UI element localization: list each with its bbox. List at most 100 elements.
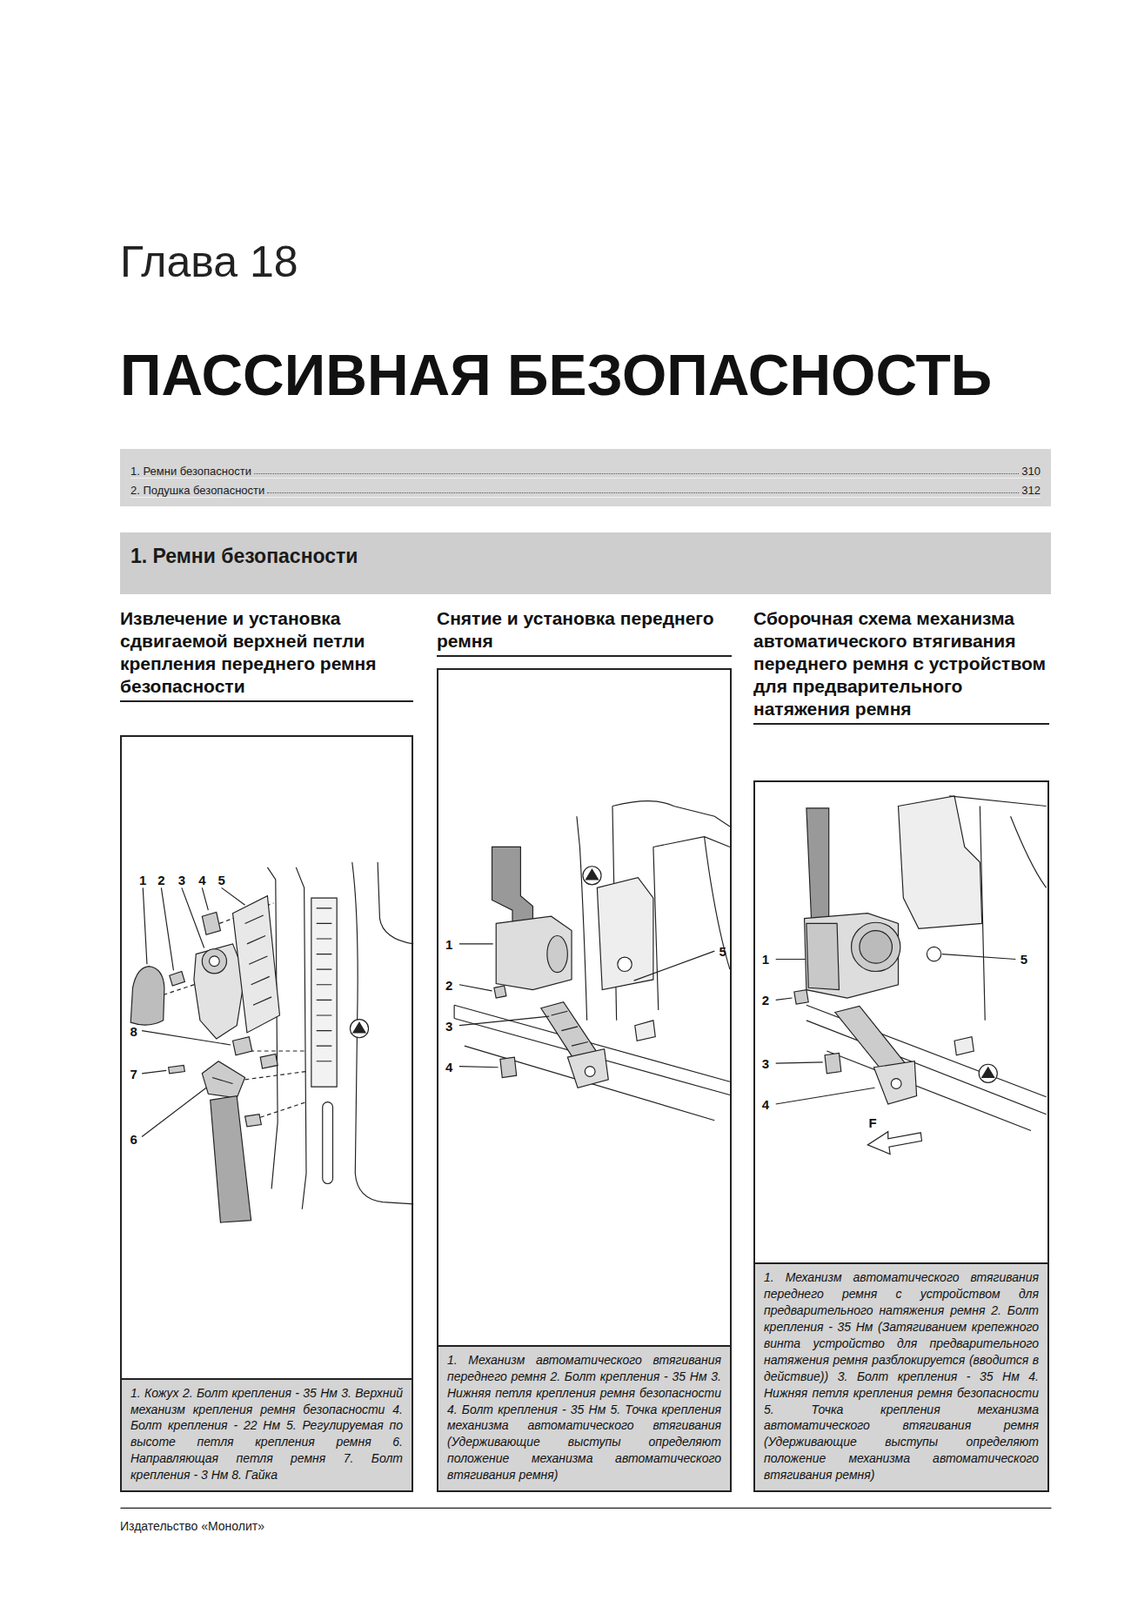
figure-front-belt-part: [494, 985, 507, 998]
figure-frame: Сборочная схема механизма автоматическог…: [753, 780, 1050, 1493]
figure-retractor-part: [978, 1064, 998, 1083]
figure-retractor-part: [824, 1052, 842, 1073]
figure-upper-anchor: [130, 862, 414, 1223]
figure-retractor-part: [806, 1004, 1047, 1131]
figure-front-belt-part: [495, 916, 572, 990]
callout-number: 4: [762, 1097, 770, 1111]
figure-frame: Снятие и установка переднего ремня1. Мех…: [436, 668, 732, 1493]
figure-front-belt-part: [617, 957, 632, 971]
figure-retractor: [776, 796, 1047, 1155]
page-number: 312: [1021, 483, 1041, 497]
figure-caption: 1. Механизм автоматического втягивания п…: [438, 1345, 730, 1491]
dot-leader: [267, 492, 1019, 494]
figure-upper-anchor-part: [212, 1077, 233, 1085]
figure-upper-anchor-part: [130, 966, 165, 1026]
figure-front-belt-part: [551, 1010, 589, 1046]
figure-caption: 1. Механизм автоматического втягивания п…: [755, 1262, 1048, 1491]
page-title: ПАССИВНАЯ БЕЗОПАСНОСТЬ: [120, 343, 992, 408]
figure-front-belt-part: [584, 1066, 596, 1078]
callout-number: 2: [762, 993, 770, 1007]
callout-number: 5: [1020, 952, 1028, 966]
callout-number: 8: [130, 1023, 138, 1038]
figure-retractor-part: [859, 930, 893, 964]
figure-front-belt-part: [653, 836, 730, 1011]
figure-retractor-part: [806, 808, 830, 924]
contents-entry: 1. Ремни безопасности: [130, 464, 252, 478]
figure-upper-anchor-part: [163, 903, 307, 1118]
figure-caption: 1. Кожух 2. Болт крепления - 35 Нм 3. Ве…: [121, 1378, 412, 1491]
callout-number: 5: [217, 872, 225, 886]
callout-number: 4: [198, 872, 206, 886]
callout-number: 2: [157, 872, 165, 886]
callout-number: F: [869, 1116, 877, 1130]
figure-front-belt-part: [567, 1049, 609, 1089]
figure-retractor-part: [949, 796, 1046, 1021]
callout-number: 5: [719, 944, 727, 958]
figure-upper-anchor-part: [201, 1061, 245, 1098]
chapter-label: Глава 18: [120, 238, 299, 287]
figure-retractor-part: [926, 946, 941, 961]
callout-number: 1: [762, 952, 770, 966]
figure-front-belt-part: [582, 866, 602, 885]
contents-row: 2. Подушка безопасности 312: [130, 478, 1041, 498]
caption-text: 1. Кожух 2. Болт крепления - 35 Нм 3. Ве…: [130, 1385, 403, 1484]
figure-front-belt-part: [459, 943, 715, 1068]
figure-front-belt-part: [612, 801, 730, 827]
figure-retractor-part: [851, 922, 901, 971]
figure-front-belt-part: [500, 1057, 517, 1078]
figure-front-belt-part: [454, 1004, 730, 1121]
caption-text: 1. Механизм автоматического втягивания п…: [763, 1269, 1039, 1484]
figure-retractor-part: [776, 954, 1017, 1105]
figure-upper-anchor-part: [233, 896, 281, 1033]
figure-upper-anchor-part: [349, 1019, 369, 1038]
callout-number: 7: [130, 1066, 138, 1080]
figure-front-belt: [454, 801, 730, 1121]
figure-retractor-part: [890, 1078, 902, 1090]
figure-upper-anchor-part: [233, 1037, 253, 1056]
figure-upper-anchor-part: [168, 1064, 186, 1073]
contents-band: 1. Ремни безопасности3102. Подушка безоп…: [120, 448, 1051, 507]
callout-number: 3: [762, 1057, 770, 1071]
section-heading: 1. Ремни безопасности: [130, 544, 1041, 569]
figure-upper-anchor-part: [210, 1096, 252, 1223]
figure-retractor-part: [867, 1131, 922, 1155]
dot-leader: [254, 473, 1019, 475]
figure-heading: Сборочная схема механизма автоматическог…: [753, 607, 1050, 725]
figure-retractor-part: [954, 1037, 974, 1056]
figure-upper-anchor-part: [169, 971, 186, 986]
figure-heading: Снятие и установка переднего ремня: [436, 607, 732, 657]
figure-retractor-part: [794, 990, 809, 1004]
figure-front-belt-part: [635, 1020, 656, 1041]
section-band: 1. Ремни безопасности: [120, 532, 1051, 595]
figure-upper-anchor-part: [201, 949, 227, 974]
figure-upper-anchor-part: [245, 915, 273, 1005]
figure-front-belt-part: [596, 877, 654, 991]
callout-number: 4: [445, 1059, 453, 1073]
figure-upper-anchor-part: [245, 1114, 262, 1127]
figure-upper-anchor-part: [194, 943, 246, 1039]
callout-number: 3: [178, 872, 186, 886]
callout-number: 2: [445, 977, 453, 991]
callout-number: 6: [130, 1131, 138, 1145]
figure-upper-anchor-part: [295, 867, 307, 1210]
callout-number: 1: [139, 872, 147, 886]
figure-retractor-part: [897, 796, 982, 929]
figure-upper-anchor-part: [322, 1102, 334, 1185]
figure-frame: Извлечение и установка сдвигаемой верхне…: [120, 735, 414, 1493]
figure-front-belt-part: [547, 935, 568, 972]
figure-upper-anchor-part: [377, 862, 414, 944]
contents-row: 1. Ремни безопасности 310: [130, 459, 1041, 479]
publisher-note: Издательство «Монолит»: [120, 1519, 265, 1534]
figure-retractor-part: [873, 1061, 917, 1105]
figure-upper-anchor-part: [316, 908, 333, 1062]
caption-text: 1. Механизм автоматического втягивания п…: [447, 1351, 722, 1484]
figure-upper-anchor-part: [311, 897, 337, 1087]
contents-entry: 2. Подушка безопасности: [130, 483, 265, 497]
footer-rule: [120, 1507, 1051, 1509]
callout-number: 1: [445, 936, 453, 951]
page-number: 310: [1021, 464, 1041, 478]
figure-heading: Извлечение и установка сдвигаемой верхне…: [120, 607, 414, 703]
figure-retractor-part: [806, 923, 840, 990]
callout-number: 3: [445, 1018, 453, 1032]
